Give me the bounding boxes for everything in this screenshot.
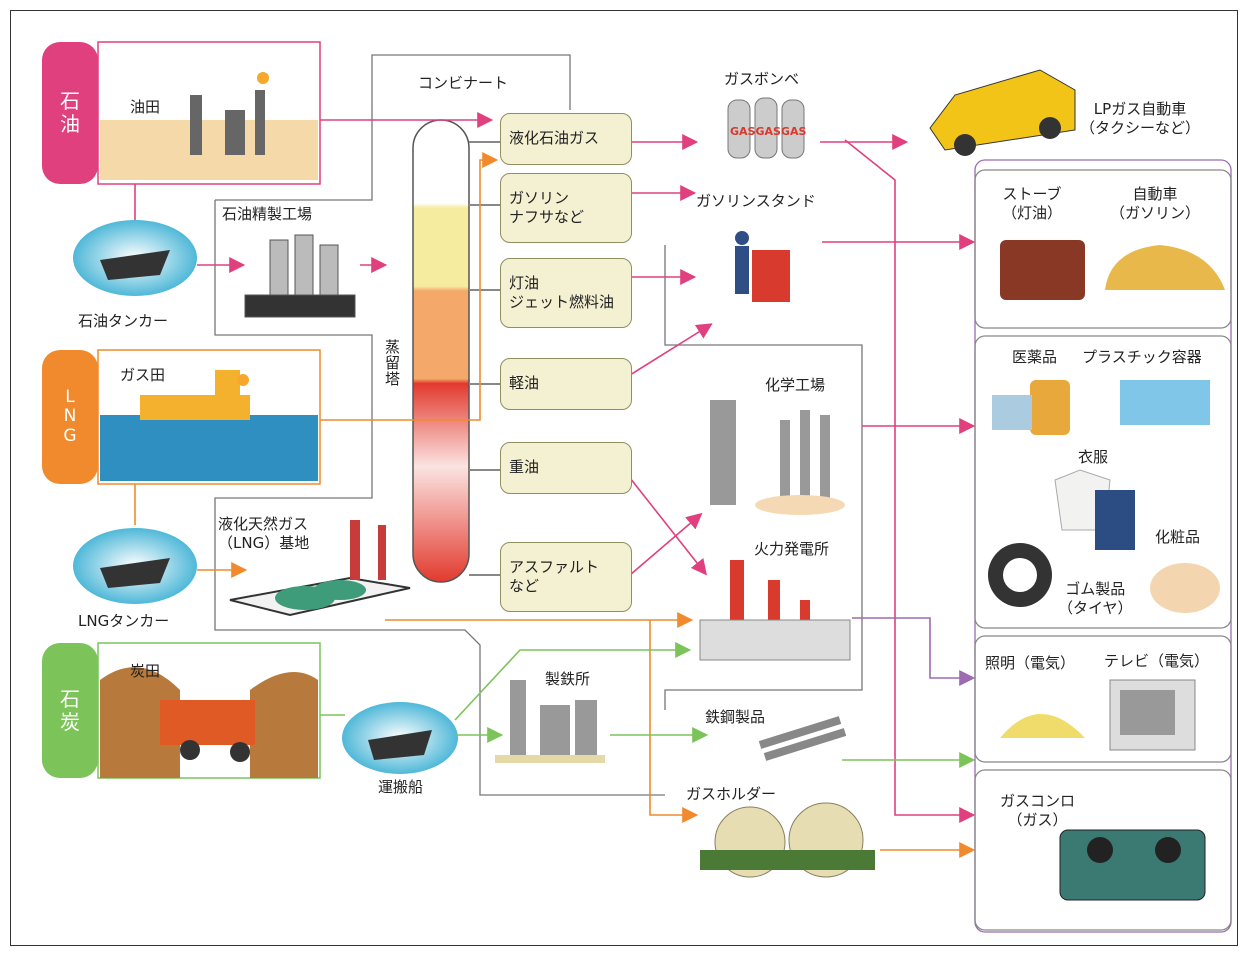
thermal-plant-icon [699,560,851,661]
thermal-plant-label: 火力発電所 [754,540,830,558]
refinery-label: 石油精製工場 [222,205,313,223]
source-lng-badge: L N G [42,350,98,484]
kombinat-label: コンビナート [418,74,509,92]
dump-truck-icon [160,700,255,745]
steel-products-label: 鉄鋼製品 [705,708,766,726]
chemical-plant-label: 化学工場 [765,376,826,394]
oil-tanker-label: 石油タンカー [78,312,169,330]
medicine-icon [1030,380,1070,435]
steel-bars-icon [758,716,847,761]
coalfield-label: 炭田 [130,662,161,680]
gas-holder-label: ガスホルダー [686,785,777,803]
kerosene-stove-icon [1000,240,1085,300]
product-diesel: 軽油 [500,358,632,410]
medicine-label: 医薬品 [1012,348,1058,366]
oil-arrows [134,112,976,823]
taxi-icon [929,69,1076,151]
lng-arrows [134,152,976,858]
gas-range-icon [1059,829,1206,901]
lp-car-label: LPガス自動車 （タクシーなど） [1080,100,1201,137]
electric-arrows [852,617,976,686]
chemical-plant-icon [710,400,830,505]
gas-stove-label: ガスコンロ （ガス） [1000,792,1076,829]
car-label: 自動車 （ガソリン） [1110,185,1201,222]
product-kerosene: 灯油 ジェット燃料油 [500,258,632,328]
product-asphalt: アスファルト など [500,542,632,612]
flare-icon [257,72,269,84]
gasfield-label: ガス田 [120,366,166,384]
lng-base-label: 液化天然ガス （LNG）基地 [218,515,310,552]
lamp-icon [1000,714,1085,738]
rubber-label: ゴム製品 （タイヤ） [1058,580,1133,617]
product-heavy-oil: 重油 [500,442,632,494]
car-icon [1105,245,1225,290]
gas-cylinder-label: ガスボンベ [724,70,800,88]
plastic-label: プラスチック容器 [1082,348,1202,366]
refinery-icon [244,234,356,318]
distillation-tower-icon [412,119,470,583]
cosmetics-label: 化粧品 [1155,528,1201,546]
offshore-platform-icon [140,395,250,420]
lighting-label: 照明（電気） [985,654,1076,672]
lng-tanker-label: LNGタンカー [78,612,170,630]
gas-station-label: ガソリンスタンド [696,192,816,210]
stove-label: ストーブ （灯油） [1002,185,1063,222]
product-gasoline: ガソリン ナフサなど [500,173,632,243]
fuel-pump-icon [752,250,790,302]
steel-mill-label: 製鉄所 [545,670,591,688]
source-coal-badge: 石 炭 [42,643,98,778]
product-lpg: 液化石油ガス [500,113,632,165]
transport-ship-label: 運搬船 [378,778,424,796]
coal-arrows [320,642,976,768]
oilfield-label: 油田 [130,98,161,116]
steel-mill-icon [495,680,605,763]
cosmetics-icon [1150,563,1220,613]
gas-cylinder-icon [727,97,805,159]
plastic-container-icon [1120,380,1210,425]
tv-label: テレビ（電気） [1104,652,1210,670]
source-oil-badge: 石 油 [42,42,98,184]
distillation-tower-label: 蒸 留 塔 [385,338,401,388]
clothes-label: 衣服 [1078,448,1109,466]
cylinder-text: GASGASGAS [730,125,807,138]
diagram-frame [10,10,1238,946]
